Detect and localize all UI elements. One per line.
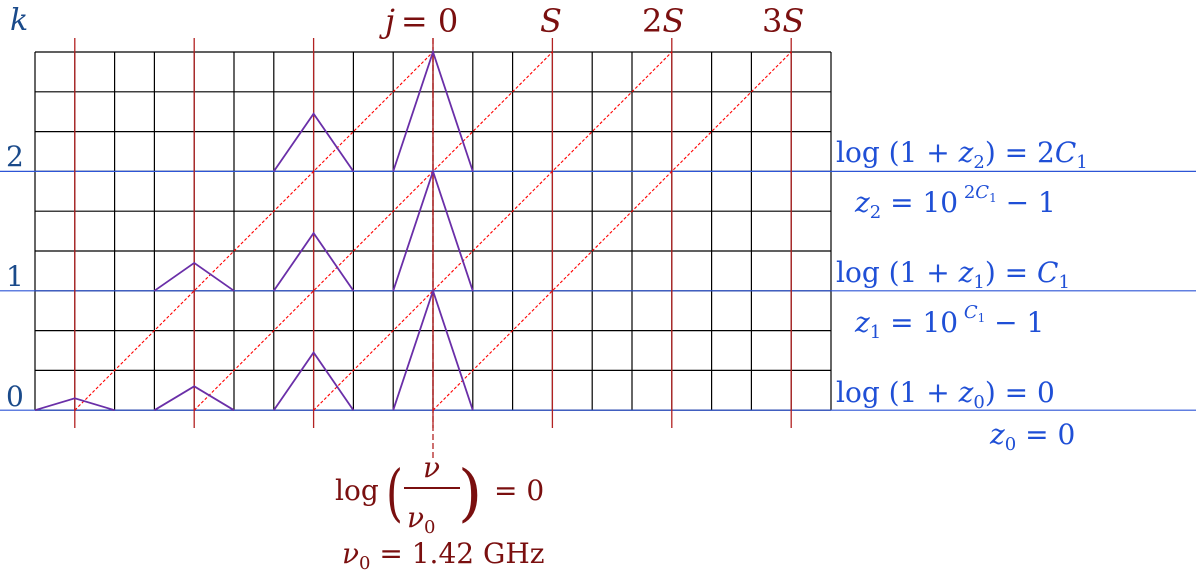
purple-peak: [392, 287, 474, 411]
k-tick-1: 1: [6, 260, 24, 293]
annotation-z0: log (1 + z0) = 0 z0 = 0: [836, 376, 1075, 455]
blue-horizontal-lines: [0, 170, 1196, 411]
purple-peak: [273, 112, 355, 172]
svg-text:log: log: [335, 474, 379, 507]
annotation-z2: log (1 + z2) = 2C1 z2 = 10 2C1 − 1: [836, 136, 1088, 223]
purple-peak: [153, 385, 235, 411]
svg-text:z0 = 0: z0 = 0: [989, 418, 1075, 455]
bottom-equation: log ( ν ν0 ) = 0 ν0 = 1.42 GHz: [335, 451, 545, 573]
k-axis-label: k: [10, 3, 28, 38]
red-dashed-diagonal: [193, 51, 553, 411]
svg-text:log (1 + z1) = C1: log (1 + z1) = C1: [836, 256, 1070, 293]
svg-text:z2 = 10 2C1 − 1: z2 = 10 2C1 − 1: [854, 182, 1056, 223]
k-tick-0: 0: [6, 380, 24, 413]
purple-peak: [153, 261, 235, 292]
red-dashed-diagonal: [313, 51, 673, 411]
svg-text:z1 = 10 C1 − 1: z1 = 10 C1 − 1: [854, 302, 1044, 343]
svg-text:log (1 + z2) = 2C1: log (1 + z2) = 2C1: [836, 136, 1088, 173]
shift-label-2S: 2S: [642, 2, 684, 40]
purple-peak: [392, 49, 474, 172]
svg-text:= 0: = 0: [494, 474, 544, 507]
k-tick-2: 2: [6, 140, 24, 173]
svg-text:(: (: [386, 456, 403, 529]
purple-peak: [273, 350, 355, 411]
annotation-z1: log (1 + z1) = C1 z1 = 10 C1 − 1: [836, 256, 1070, 343]
purple-peaks: [34, 49, 474, 412]
red-dashed-diagonals: [74, 51, 792, 411]
shift-label-3S: 3S: [762, 2, 804, 40]
purple-peak: [34, 397, 115, 412]
svg-text:ν: ν: [423, 451, 440, 484]
svg-text:ν0 = 1.42 GHz: ν0 = 1.42 GHz: [342, 537, 545, 573]
svg-text:): ): [458, 456, 482, 529]
red-vertical-lines: [74, 38, 792, 460]
shift-label-S: S: [540, 2, 562, 40]
j-zero-label: j= 0: [379, 2, 458, 40]
svg-text:log (1 + z0) = 0: log (1 + z0) = 0: [836, 376, 1055, 413]
purple-peak: [273, 231, 355, 292]
svg-text:ν0: ν0: [407, 501, 435, 538]
red-dashed-diagonal: [74, 51, 434, 411]
red-dashed-diagonal: [432, 51, 792, 411]
purple-peak: [392, 168, 474, 292]
log-z2-prefix: log (1 +: [836, 136, 959, 169]
